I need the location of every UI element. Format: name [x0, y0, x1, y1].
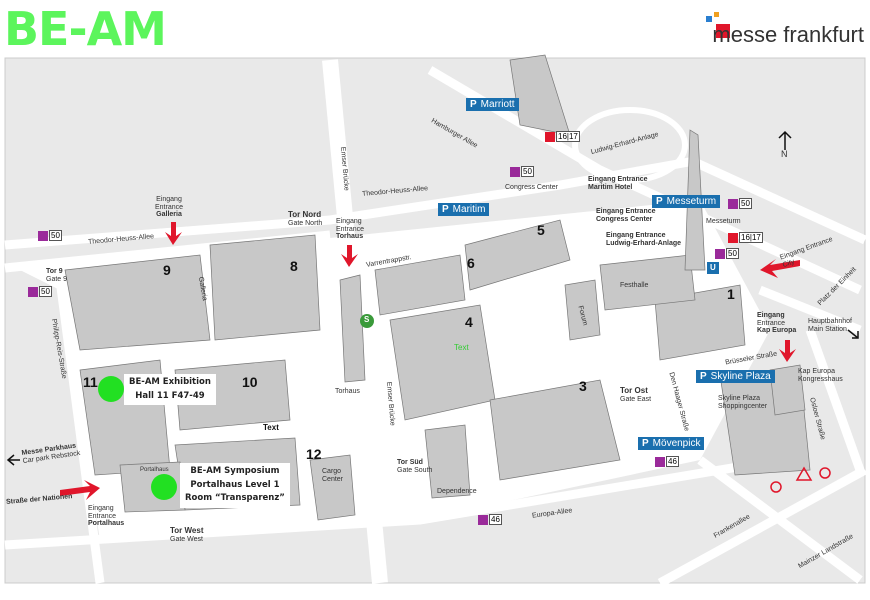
s-bahn-label: S — [364, 315, 370, 324]
entrance-arrows — [60, 222, 800, 500]
hall-4[interactable]: 4 — [465, 314, 473, 330]
placeholder-text-green: Text — [454, 343, 469, 352]
messeturm-label: Messeturm — [706, 218, 741, 225]
tram-icon — [545, 131, 555, 142]
festhalle-label: Festhalle — [620, 282, 649, 289]
be-am-logo: BE-AM — [4, 2, 167, 56]
portalhaus-label: Portalhaus — [140, 467, 169, 473]
hall-6[interactable]: 6 — [467, 255, 475, 271]
tram-icon — [728, 232, 738, 243]
dependence-label: Dependence — [437, 488, 477, 495]
skyline-shoppingcenter-label: Skyline Plaza Shoppingcenter — [718, 395, 768, 410]
bus-icon — [715, 248, 725, 259]
kap-europa-label: Kap Europa Kongresshaus — [798, 368, 843, 383]
southeast-arrow-icon — [847, 329, 859, 339]
bus-stop-50: 50 — [728, 198, 752, 209]
u-bahn-icon — [707, 262, 719, 274]
bus-icon — [28, 286, 38, 297]
hall-9[interactable]: 9 — [163, 262, 171, 278]
north-arrow-icon — [778, 130, 792, 150]
bus-icon — [728, 198, 738, 209]
buildings — [64, 54, 811, 521]
bus-stop-46: 46 — [655, 456, 679, 467]
bus-stop-50: 50 — [28, 286, 52, 297]
congress-center-label: Congress Center — [505, 184, 558, 191]
north-label: N — [781, 149, 788, 159]
hall-12[interactable]: 12 — [306, 446, 322, 462]
bus-icon — [510, 166, 520, 177]
west-arrow-icon — [6, 454, 20, 466]
bus-icon — [478, 514, 488, 525]
bus-icon — [655, 456, 665, 467]
hall-10[interactable]: 10 — [242, 374, 258, 390]
hall-3[interactable]: 3 — [579, 378, 587, 394]
hall-1[interactable]: 1 — [727, 286, 735, 302]
bus-stop-46: 46 — [478, 514, 502, 525]
hall-8[interactable]: 8 — [290, 258, 298, 274]
u-bahn-label: U — [710, 263, 716, 272]
bus-icon — [38, 230, 48, 241]
placeholder-text-black: Text — [263, 423, 279, 432]
hall-5[interactable]: 5 — [537, 222, 545, 238]
messe-frankfurt-logo-mark — [706, 12, 730, 38]
exhibition-marker[interactable] — [98, 376, 124, 402]
cargo-center-label: Cargo Center — [322, 468, 344, 483]
bus-stop-50: 50 — [38, 230, 62, 241]
messe-frankfurt-brand: messe frankfurt — [712, 22, 864, 47]
tram-stop-16-17: 16|17 — [728, 232, 763, 243]
bus-stop-50: 50 — [510, 166, 534, 177]
hall-11[interactable]: 11 — [83, 374, 98, 390]
roads — [4, 59, 868, 587]
tram-stop-16-17: 16|17 — [545, 131, 580, 142]
s-bahn-icon — [360, 314, 374, 328]
torhaus-label: Torhaus — [335, 388, 360, 395]
bus-stop-50: 50 — [715, 248, 739, 259]
symposium-marker[interactable] — [151, 474, 177, 500]
